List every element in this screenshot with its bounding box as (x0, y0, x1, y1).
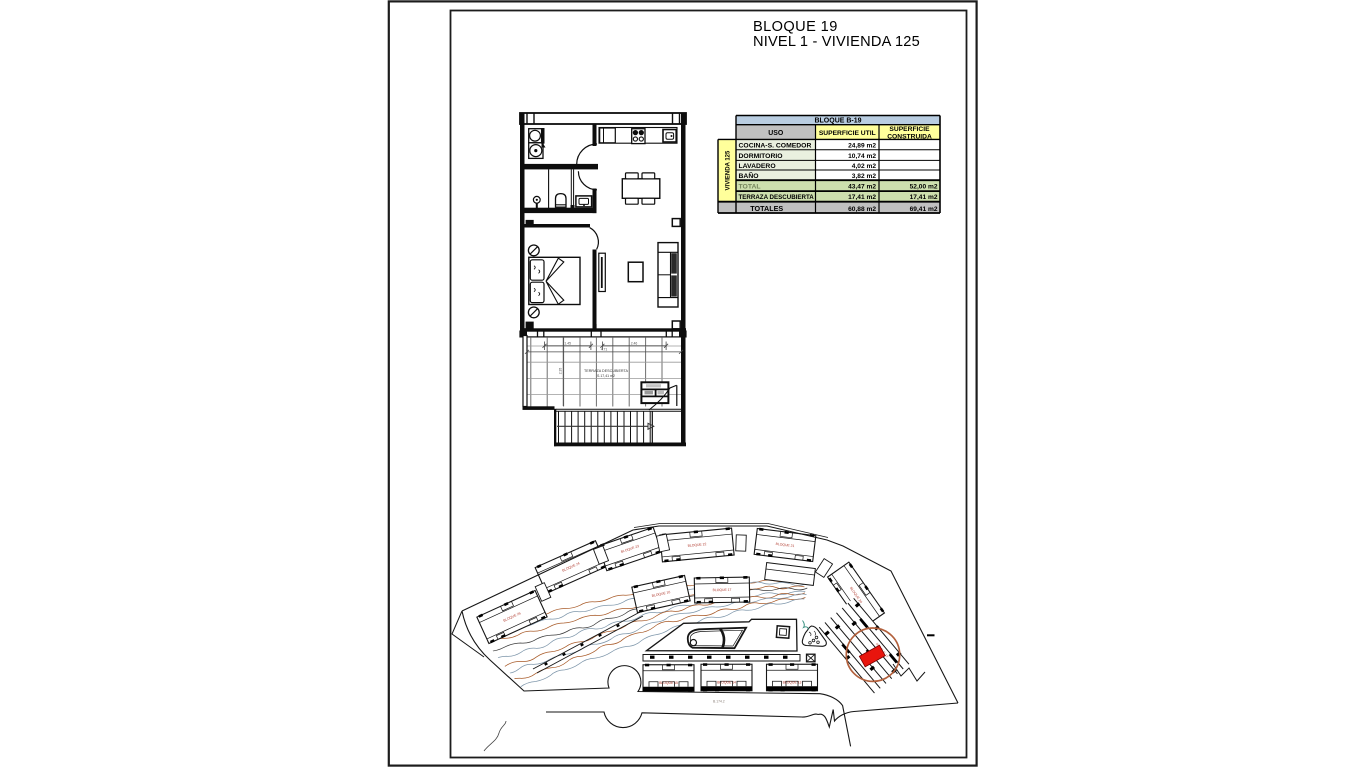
svg-text:1.45: 1.45 (564, 342, 571, 346)
svg-text:43,47 m2: 43,47 m2 (848, 184, 876, 191)
svg-text:10,74 m2: 10,74 m2 (848, 153, 876, 160)
svg-text:BLOQUE 13: BLOQUE 13 (783, 681, 802, 685)
svg-text:BLOQUE 15: BLOQUE 15 (659, 681, 678, 685)
svg-text:TERRAZA DESCUBIERTA: TERRAZA DESCUBIERTA (584, 369, 628, 373)
svg-text:USO: USO (768, 130, 784, 137)
svg-text:LAVADERO: LAVADERO (739, 163, 776, 170)
svg-text:BAÑO: BAÑO (739, 171, 759, 180)
svg-text:52,00 m2: 52,00 m2 (910, 184, 938, 191)
svg-text:SUPERFICIE UTIL: SUPERFICIE UTIL (819, 130, 876, 137)
svg-text:S.17,41 m2: S.17,41 m2 (597, 374, 615, 378)
svg-text:BLOQUE 21: BLOQUE 21 (775, 542, 794, 548)
svg-text:TOTALES: TOTALES (750, 204, 783, 213)
svg-text:B.174.2: B.174.2 (713, 700, 725, 704)
svg-text:DORMITORIO: DORMITORIO (739, 153, 783, 160)
svg-text:BLOQUE 26: BLOQUE 26 (503, 611, 522, 623)
svg-text:BLOQUE 16: BLOQUE 16 (651, 590, 670, 598)
svg-text:BLOQUE 14: BLOQUE 14 (717, 681, 736, 685)
svg-text:24,89 m2: 24,89 m2 (848, 143, 876, 150)
svg-text:BLOQUE 19: BLOQUE 19 (753, 19, 838, 35)
svg-text:COCINA-S. COMEDOR: COCINA-S. COMEDOR (739, 143, 812, 150)
svg-text:BLOQUE 23: BLOQUE 23 (620, 544, 639, 554)
svg-text:NIVEL 1 - VIVIENDA 125: NIVEL 1 - VIVIENDA 125 (753, 34, 920, 50)
svg-text:4,02 m2: 4,02 m2 (852, 163, 877, 170)
svg-text:2.46: 2.46 (631, 342, 638, 346)
svg-text:BLOQUE B-19: BLOQUE B-19 (814, 118, 861, 125)
svg-text:BLOQUE 17: BLOQUE 17 (713, 588, 732, 592)
svg-text:BLOQUE 22: BLOQUE 22 (687, 542, 706, 548)
svg-text:2.35: 2.35 (559, 368, 563, 375)
svg-text:17,41 m2: 17,41 m2 (910, 194, 938, 201)
svg-text:3,82 m2: 3,82 m2 (852, 173, 877, 180)
svg-text:4.71: 4.71 (601, 348, 608, 352)
svg-text:BLOQUE 24: BLOQUE 24 (562, 561, 581, 572)
svg-text:60,88 m2: 60,88 m2 (848, 206, 876, 213)
svg-text:VIVIENDA 125: VIVIENDA 125 (726, 150, 732, 190)
svg-text:17,41 m2: 17,41 m2 (848, 194, 876, 201)
svg-text:TOTAL: TOTAL (739, 184, 761, 191)
svg-text:69,41 m2: 69,41 m2 (910, 206, 938, 213)
svg-text:SUPERFICIE: SUPERFICIE (889, 126, 930, 133)
svg-text:TERRAZA DESCUBIERTA: TERRAZA DESCUBIERTA (739, 194, 815, 201)
svg-text:CONSTRUIDA: CONSTRUIDA (887, 133, 932, 140)
